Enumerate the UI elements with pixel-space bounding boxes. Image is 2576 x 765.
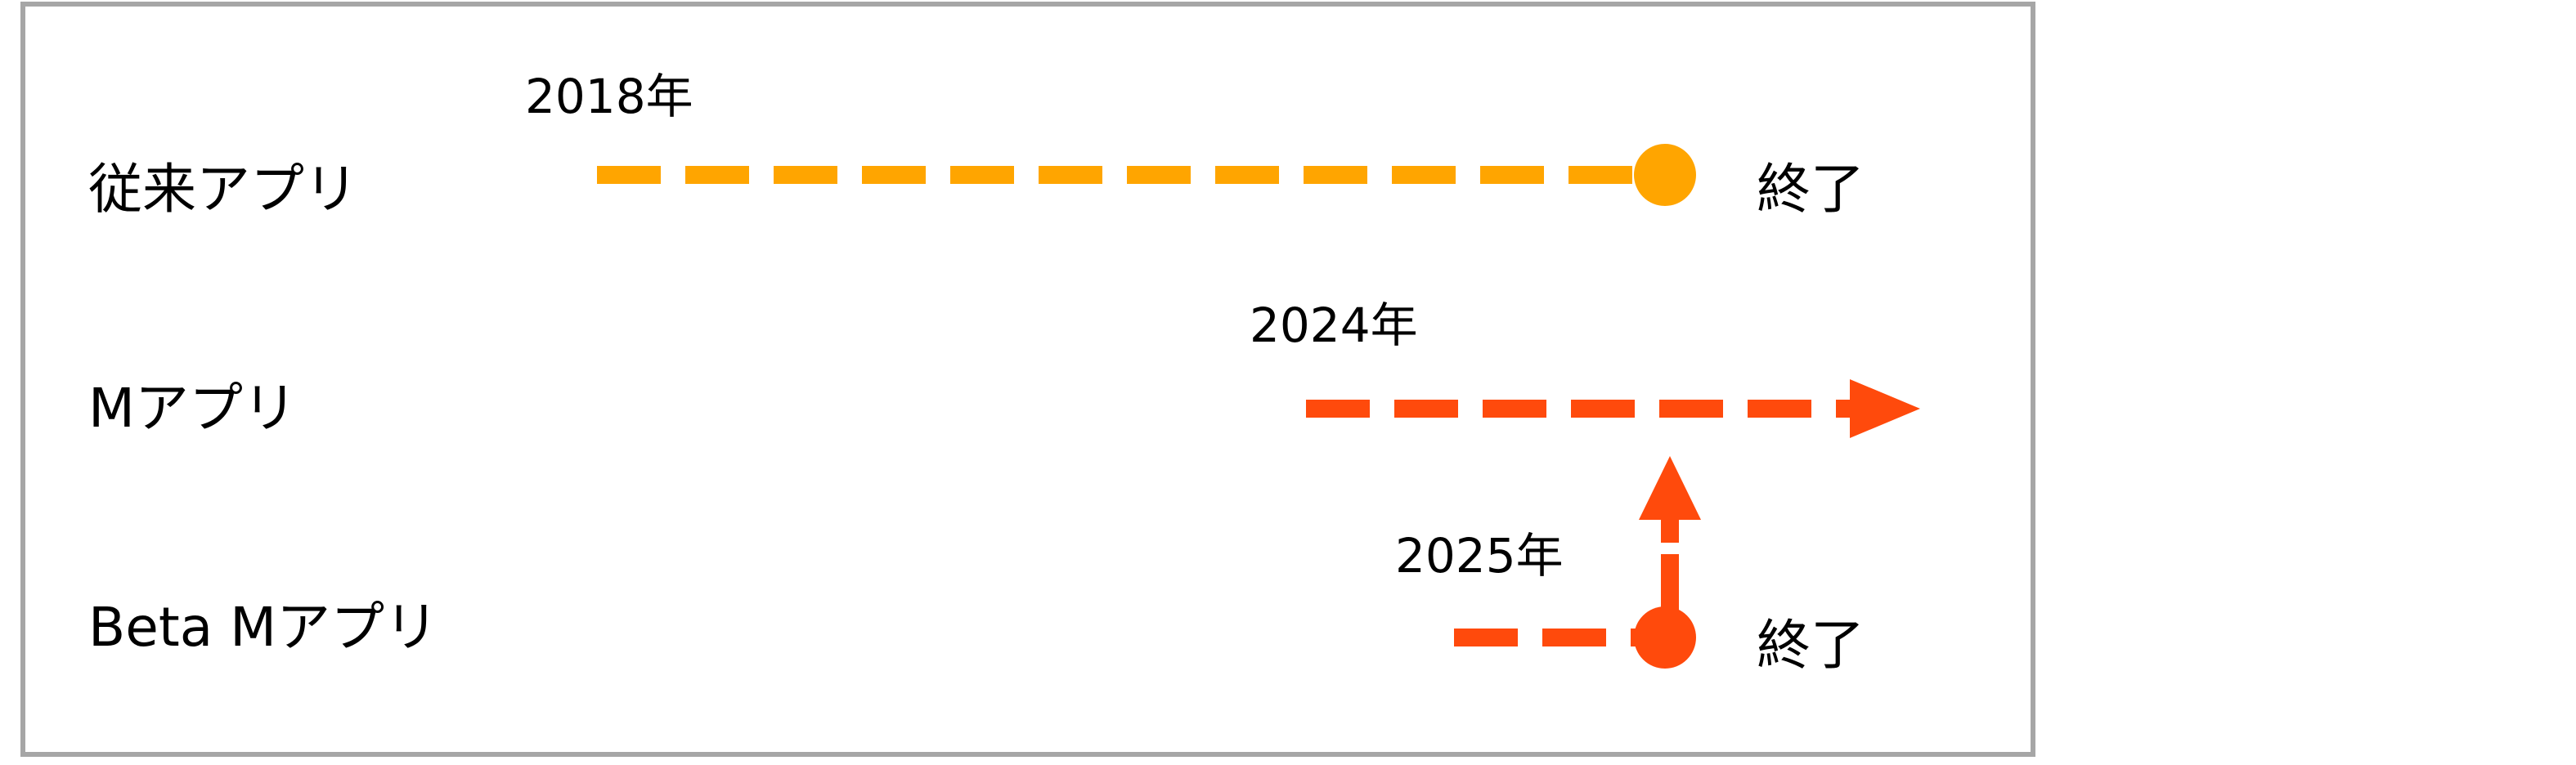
year-label-beta: 2025年 [1395, 528, 1564, 584]
end-label-beta: 終了 [1757, 614, 1865, 677]
migration-arrow-head [1639, 456, 1701, 520]
diagram-frame [20, 2, 2035, 757]
row-label-m-app: Mアプリ [88, 377, 297, 440]
row-label-legacy: 従来アプリ [88, 158, 358, 221]
m-app-arrow-head [1850, 379, 1920, 438]
end-label-legacy: 終了 [1757, 158, 1865, 221]
legacy-end-dot [1634, 144, 1696, 206]
beta-end-dot [1634, 606, 1696, 669]
year-label-legacy: 2018年 [525, 69, 693, 124]
year-label-m-app: 2024年 [1250, 298, 1418, 353]
row-label-beta: Beta Mアプリ [88, 596, 438, 659]
